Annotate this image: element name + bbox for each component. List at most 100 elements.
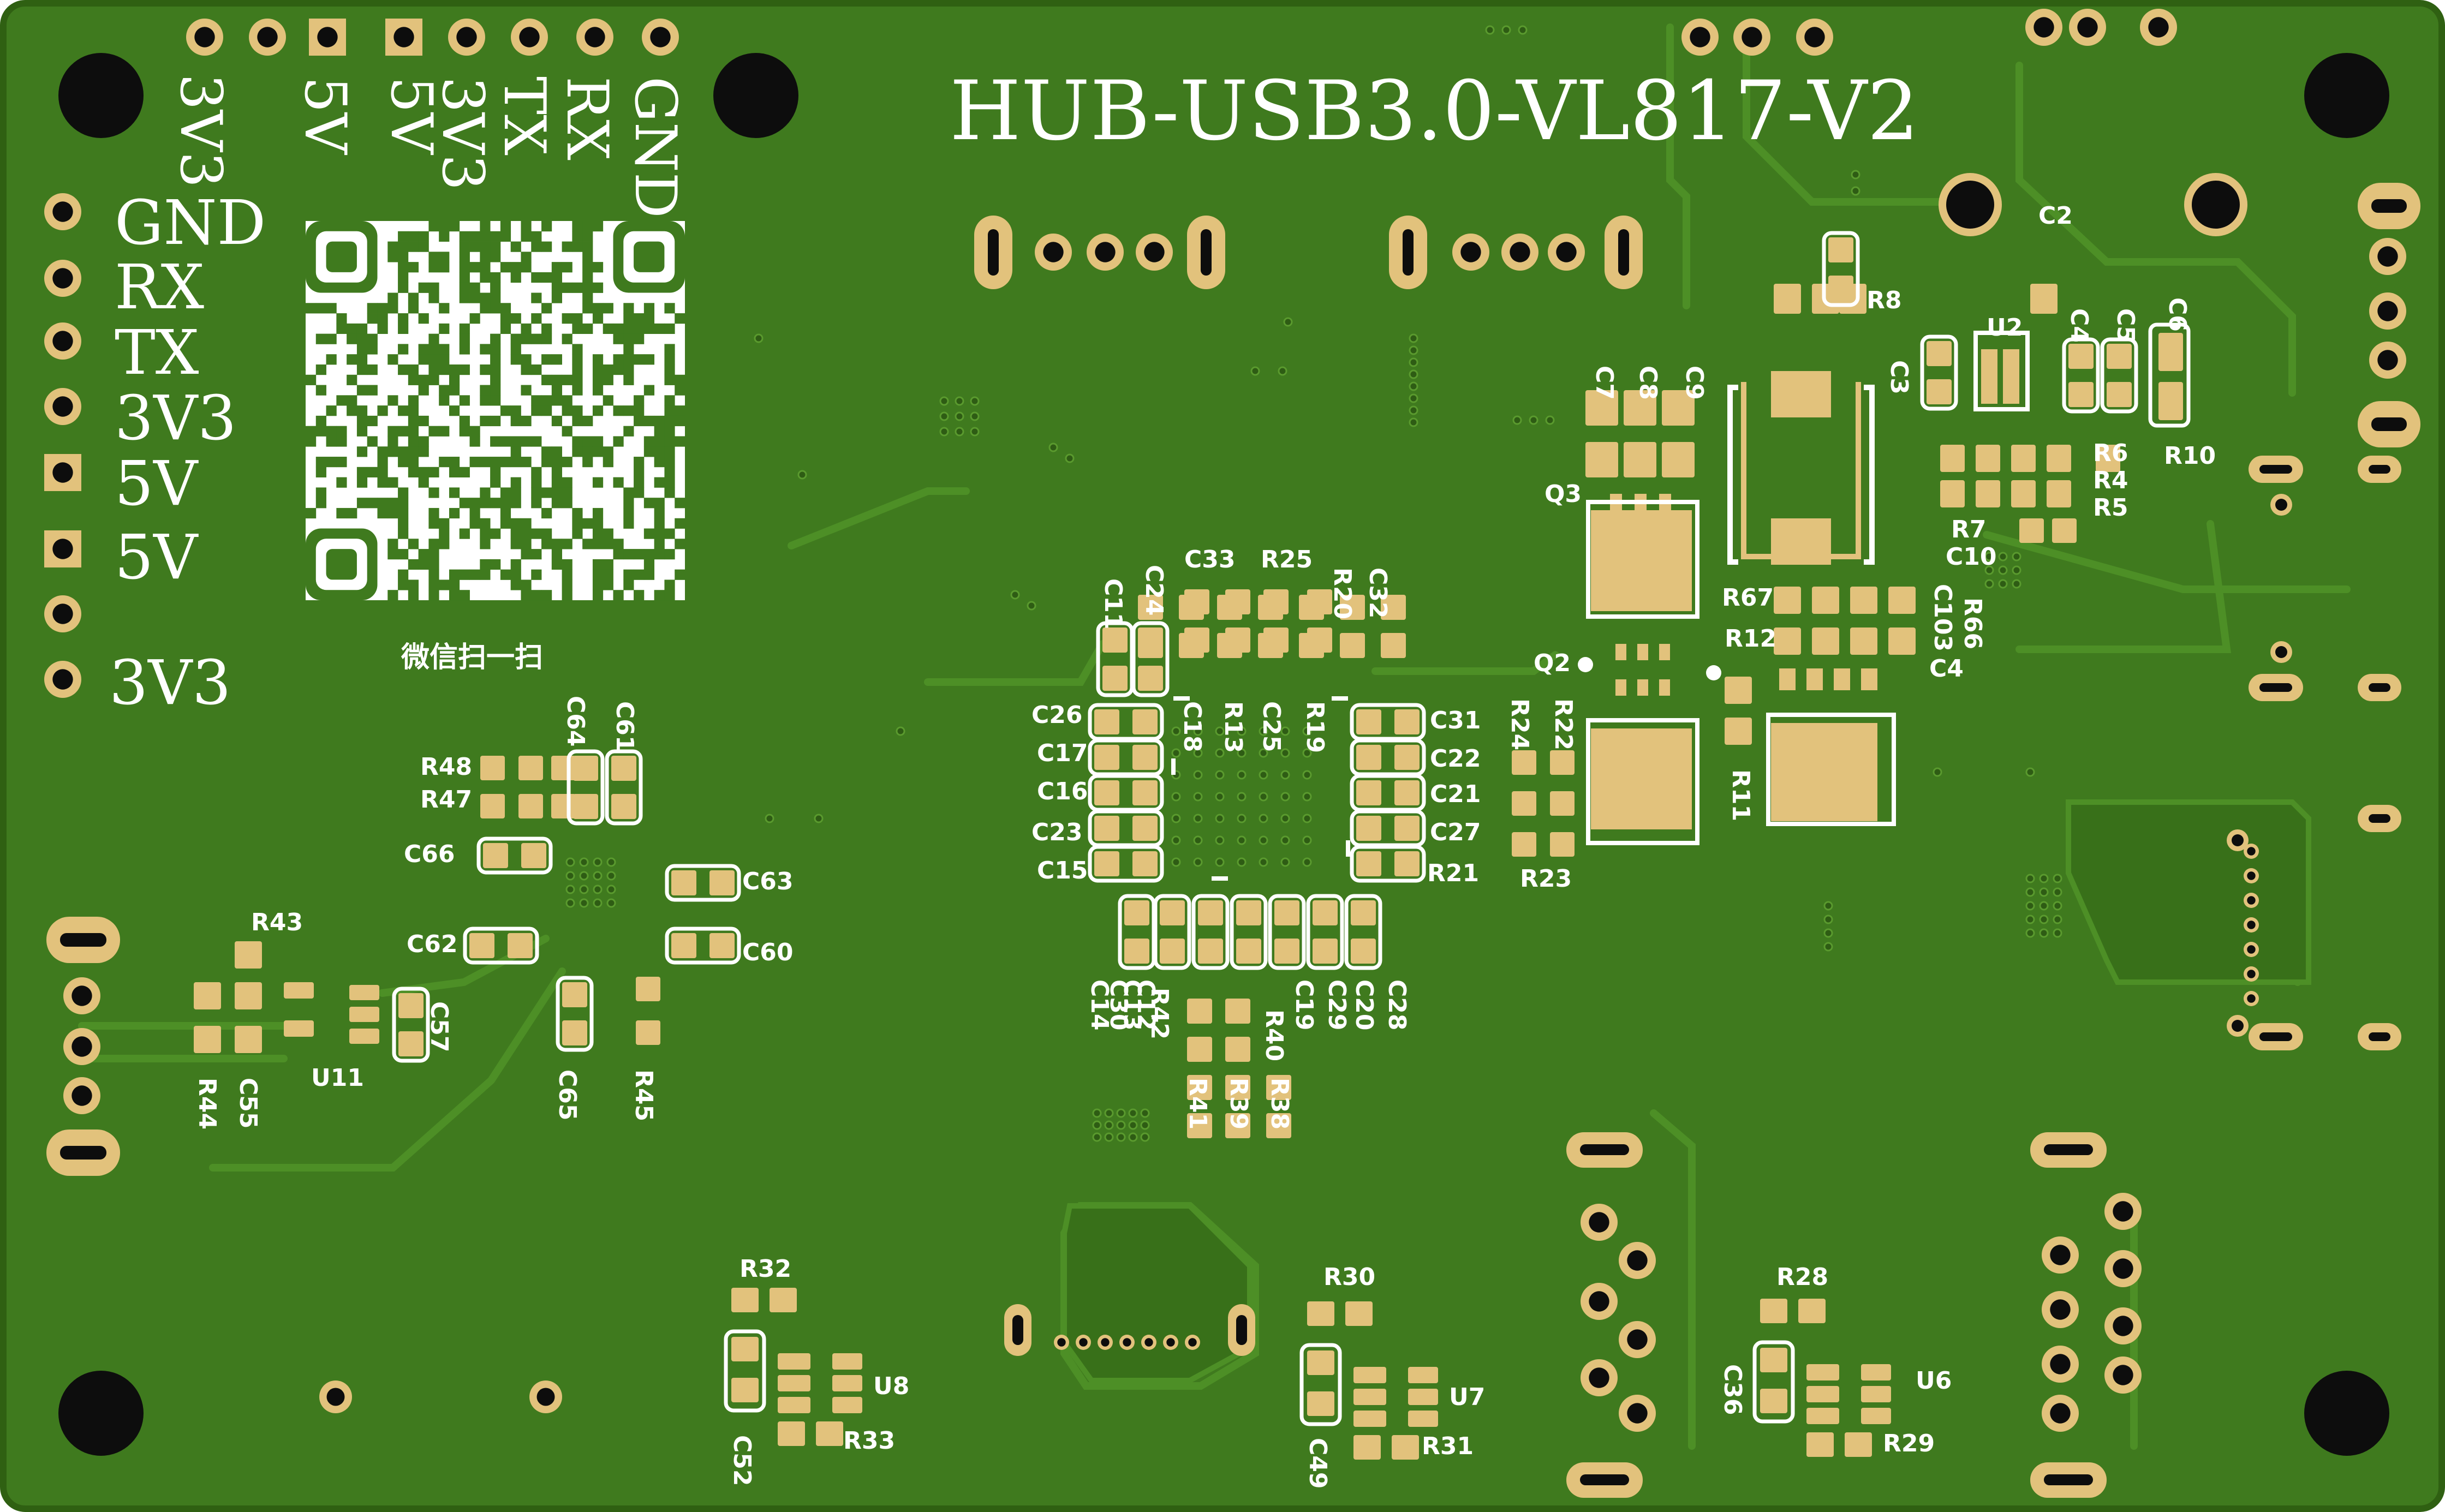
smd-pad: [398, 1031, 424, 1056]
component-label: R45: [630, 1069, 658, 1121]
via: [1171, 792, 1181, 802]
qr-module: [377, 303, 388, 314]
qr-module: [654, 498, 665, 509]
via: [939, 411, 949, 421]
component-label: R25: [1261, 546, 1313, 573]
qr-module: [449, 487, 460, 498]
qr-module: [428, 467, 439, 477]
qr-module: [510, 569, 521, 580]
qr-module: [654, 590, 665, 601]
component-label: C23: [1031, 818, 1083, 846]
component-label: C28: [1383, 979, 1411, 1031]
pad-hole: [2050, 1403, 2071, 1424]
pad-hole: [52, 462, 73, 483]
component-label: C27: [1430, 818, 1481, 846]
pad-hole: [71, 1085, 92, 1106]
via: [1823, 915, 1833, 924]
via: [2053, 901, 2062, 911]
pad-hole: [1589, 1291, 1609, 1312]
qr-module: [459, 252, 470, 262]
pad-hole: [1166, 1338, 1175, 1347]
qr-module: [449, 364, 460, 375]
qr-module: [480, 252, 491, 262]
via: [579, 871, 589, 881]
via: [814, 814, 824, 823]
via: [1302, 857, 1312, 867]
via: [2025, 915, 2035, 924]
component-label: R4: [2093, 467, 2128, 494]
qr-module: [428, 426, 439, 437]
qr-module: [428, 518, 439, 529]
smd-pad: [508, 933, 533, 958]
qr-module: [387, 436, 398, 447]
smd-pad: [2011, 480, 2036, 507]
qr-module: [408, 415, 419, 427]
via: [593, 857, 603, 867]
qr-module: [572, 231, 583, 242]
pad-hole: [456, 27, 477, 47]
qr-module: [428, 292, 439, 303]
qr-module: [664, 487, 675, 498]
via: [1128, 1120, 1138, 1130]
qr-module: [347, 374, 357, 385]
board-title: HUB-USB3.0-VL817-V2: [950, 64, 1919, 159]
qr-module: [408, 457, 419, 468]
via: [1545, 415, 1555, 425]
component-label: R8: [1866, 286, 1902, 314]
qr-module: [480, 528, 491, 539]
component-label: U6: [1916, 1367, 1952, 1395]
via: [754, 333, 764, 343]
via: [2053, 928, 2062, 938]
pad-hole: [2050, 1354, 2071, 1374]
pad-hole: [2275, 646, 2287, 658]
via: [1171, 814, 1181, 823]
qr-module: [510, 487, 521, 498]
component-label: C26: [1031, 701, 1083, 729]
via: [1823, 942, 1833, 952]
via: [2025, 887, 2035, 897]
qr-module: [377, 457, 388, 468]
qr-module: [623, 487, 634, 498]
qr-module: [469, 498, 480, 509]
pad-hole: [1460, 242, 1481, 262]
smd-pad: [1225, 999, 1250, 1024]
via: [1998, 565, 2008, 575]
qr-module: [469, 569, 480, 580]
qr-module: [356, 405, 368, 416]
via: [1237, 726, 1247, 736]
qr-module: [675, 405, 685, 416]
qr-module: [459, 272, 470, 283]
pad-hole: [650, 27, 671, 47]
qr-module: [428, 354, 439, 365]
via: [1409, 345, 1418, 355]
qr-module: [541, 507, 552, 519]
qr-module: [387, 426, 398, 437]
via: [970, 396, 980, 406]
qr-module: [356, 446, 368, 457]
qr-module: [387, 241, 398, 252]
qr-module: [490, 231, 501, 242]
qr-module: [562, 579, 573, 590]
component-label: C12: [1132, 979, 1160, 1031]
qr-module: [459, 323, 470, 334]
qr-module: [510, 559, 521, 570]
smd-pad: [1662, 442, 1695, 477]
qr-module: [439, 457, 450, 468]
qr-module: [367, 467, 378, 477]
pad-hole: [2247, 921, 2256, 929]
qr-module: [592, 539, 604, 549]
qr-module: [510, 436, 521, 447]
smd-pad: [1132, 780, 1158, 805]
qr-module: [490, 303, 501, 314]
qr-module: [572, 446, 583, 457]
qr-module: [428, 262, 439, 273]
left-header-label: RX: [115, 252, 204, 323]
qr-module: [449, 374, 460, 385]
qr-module: [356, 426, 368, 437]
qr-module: [521, 333, 532, 344]
component-label: R38: [1266, 1078, 1293, 1129]
component-label: C18: [1178, 701, 1206, 752]
via: [2053, 887, 2062, 897]
via: [1215, 770, 1225, 780]
qr-module: [439, 354, 450, 365]
